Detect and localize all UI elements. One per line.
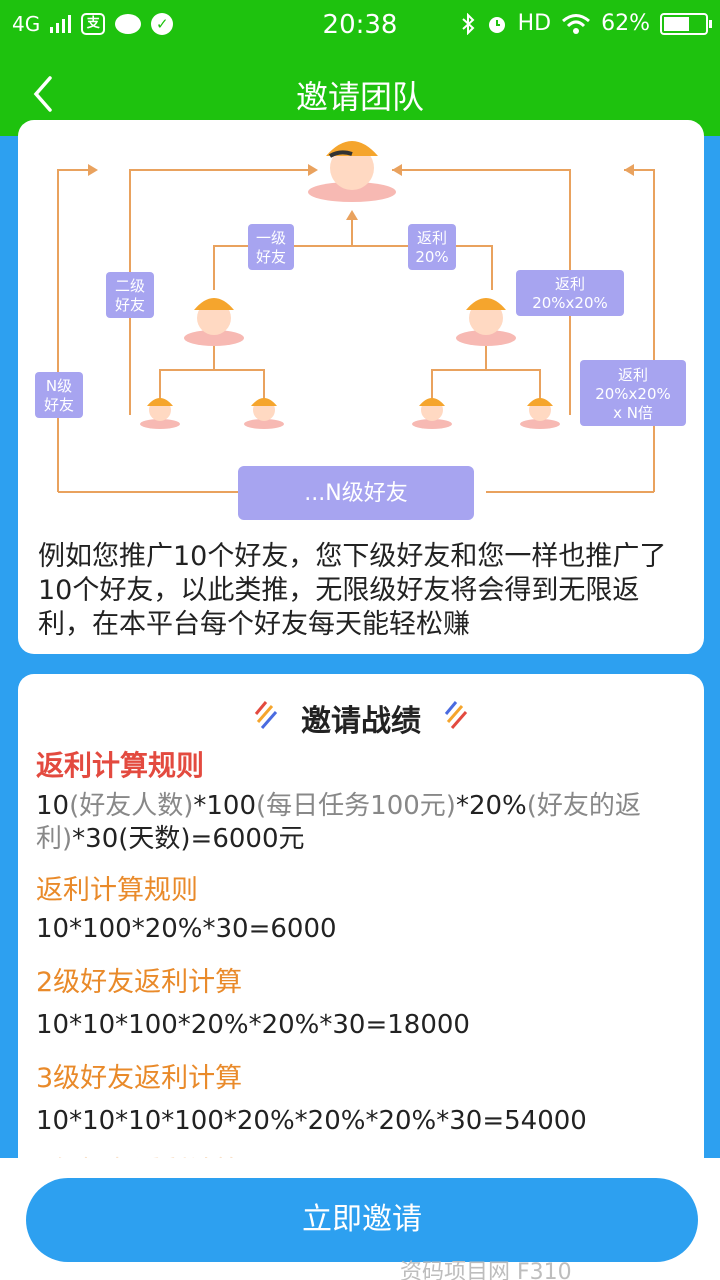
rules-main-formula: 10(好友人数)*100(每日任务100元)*20%(好友的返利)*30(天数)… [36,790,686,856]
clock: 20:38 [322,10,398,40]
wifi-icon [562,13,591,34]
watermark: 资码项目网 F310 [400,1260,572,1280]
label-rebate2-line2: 20%x20% [532,294,608,312]
formula-part: *30(天数)=6000元 [72,824,305,854]
label-level2-line2: 好友 [115,296,145,314]
rule-value: 10*100*20%*30=6000 [36,914,337,944]
label-level1-line2: 好友 [256,248,286,266]
connector-sub-right [431,345,541,400]
page-title: 邀请团队 [295,78,424,116]
label-rebate2-line1: 返利 [555,275,585,293]
label-leveln-line1: N级 [46,377,72,395]
battery-percent: 62% [601,11,650,36]
connector-top-left [57,169,88,492]
label-rebate2: 返利 20%x20% [516,270,624,316]
formula-part: *20% [455,791,527,821]
rules-main-heading: 返利计算规则 [36,749,205,782]
label-rebaten-line3: x N倍 [613,404,653,422]
connector-top-right [624,169,655,492]
alipay-icon: 支 [81,13,106,35]
label-leveln: N级 好友 [35,372,83,418]
avatar-level1-left [184,298,244,346]
rule-value: 10*10*100*20%*20%*30=18000 [36,1010,470,1040]
hd-label: HD [517,11,552,36]
label-level1-line1: 一级 [256,229,286,247]
decoration-left-icon [254,701,278,729]
formula-part: 10 [36,791,70,821]
connector-sub-left [159,345,265,400]
formula-note: (好友人数) [69,791,194,821]
label-rebaten: 返利 20%x20% x N倍 [580,360,686,426]
label-rebate1-line1: 返利 [417,229,447,247]
status-left: 4G 支 ✓ [12,12,174,36]
avatar-level1-right [456,298,516,346]
label-rebaten-line1: 返利 [618,366,648,384]
battery-icon [660,12,712,35]
alarm-icon [488,16,505,33]
invite-now-button[interactable]: 立即邀请 [26,1178,698,1262]
bluetooth-icon [461,12,475,35]
avatar-level2 [140,398,560,429]
rebate-rules-card: 邀请战绩 返利计算规则 10(好友人数)*100(每日任务100元)*20%(好… [18,674,704,1234]
label-rebaten-line2: 20%x20% [595,385,671,403]
connector-level2-right [392,169,571,415]
label-level1: 一级 好友 [248,224,294,270]
referral-diagram-card: 一级 好友 返利 20% 二级 好友 返利 20%x20% N级 好友 [18,120,704,654]
formula-part: *100 [193,791,257,821]
rule-heading: 返利计算规则 [36,875,198,906]
network-type: 4G [12,12,41,36]
back-arrow-icon[interactable] [28,74,64,114]
status-right: HD 62% [460,11,712,36]
label-level2-line1: 二级 [115,277,145,295]
decoration-right-icon [444,701,468,729]
message-icon [115,14,142,34]
signal-icon [50,15,72,33]
rule-heading: 3级好友返利计算 [36,1063,243,1094]
check-icon: ✓ [151,13,174,35]
label-leveln-line2: 好友 [44,396,74,414]
label-bottom-text: ...N级好友 [304,481,407,506]
referral-description: 例如您推广10个好友，您下级好友和您一样也推广了10个好友，以此类推，无限级好友… [38,541,667,640]
formula-note: (好友的返利) [36,791,641,854]
connector-level2-left [129,169,308,415]
label-level2: 二级 好友 [106,272,154,318]
label-rebate1-line2: 20% [415,248,448,266]
formula-note: (每日任务100元) [256,791,456,821]
avatar-root [308,141,396,202]
rule-heading: 2级好友返利计算 [36,967,243,998]
label-rebate1: 返利 20% [408,224,456,270]
bottom-action-bar: 立即邀请 资码项目网 F310 [0,1158,720,1280]
rules-title: 邀请战绩 [301,704,421,739]
label-bottom: ...N级好友 [238,466,474,520]
rule-value: 10*10*10*100*20%*20%*20%*30=54000 [36,1106,587,1136]
referral-tree-diagram: 一级 好友 返利 20% 二级 好友 返利 20%x20% N级 好友 [35,141,686,520]
status-bar: 4G 支 ✓ 20:38 HD 62% [0,0,720,52]
